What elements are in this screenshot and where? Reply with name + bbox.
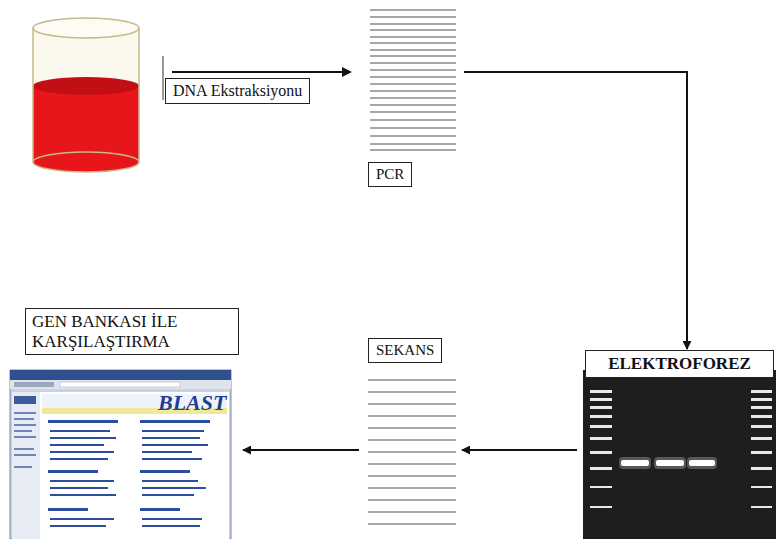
blast-screenshot xyxy=(10,370,231,539)
sequence-step: SEKANS xyxy=(365,338,460,535)
electrophoresis-step: ELEKTROFOREZ xyxy=(583,350,776,539)
step-label: GEN BANKASI İLE KARŞILAŞTIRMA xyxy=(25,308,239,355)
flow-arrow xyxy=(243,449,359,451)
blood-tube xyxy=(33,18,139,172)
step-label: SEKANS xyxy=(368,338,442,363)
step-label: DNA Ekstraksiyonu xyxy=(165,78,310,104)
flow-arrow xyxy=(462,449,577,451)
pcr-bands xyxy=(370,10,456,150)
gel-image xyxy=(583,370,776,539)
sequence-bands xyxy=(368,380,456,524)
pcr-step: PCR xyxy=(365,6,460,196)
step-label: DNA Ekstraksiyonu xyxy=(165,78,310,104)
flow-arrow xyxy=(464,72,687,349)
genbank-step: GEN BANKASI İLE KARŞILAŞTIRMA xyxy=(8,308,241,539)
step-label: PCR xyxy=(368,162,412,187)
screenshot-title: BLAST xyxy=(158,392,226,414)
step-label: ELEKTROFOREZ xyxy=(585,350,774,378)
